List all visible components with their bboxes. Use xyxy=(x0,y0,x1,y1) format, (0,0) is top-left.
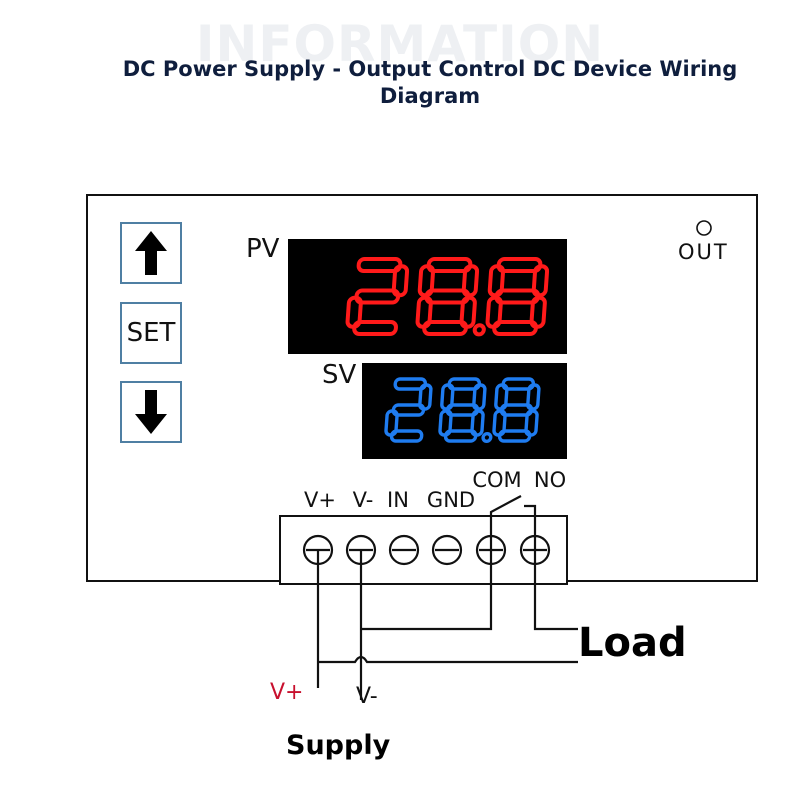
up-button[interactable] xyxy=(120,222,182,284)
supply-plus-label: V+ xyxy=(270,680,304,705)
terminal-label-vminus: V- xyxy=(352,488,374,512)
supply-minus-label: V- xyxy=(356,684,378,709)
relay-no-contact xyxy=(524,504,537,538)
supply-label: Supply xyxy=(286,730,391,761)
decimal-point xyxy=(481,431,493,443)
down-arrow-icon xyxy=(135,390,167,434)
diagram-title: DC Power Supply - Output Control DC Devi… xyxy=(122,57,738,108)
terminal-label-vplus: V+ xyxy=(304,488,336,512)
pv-display xyxy=(288,239,567,354)
digit-1 xyxy=(438,377,493,443)
out-label: OUT xyxy=(678,240,729,264)
set-button-label: SET xyxy=(126,318,176,348)
terminal-label-gnd: GND xyxy=(426,488,476,512)
sv-display xyxy=(362,363,567,459)
sv-label: SV xyxy=(322,360,357,390)
digit-0 xyxy=(345,257,410,336)
terminal-label-com: COM xyxy=(472,468,522,492)
wire-vplus-load xyxy=(318,655,578,664)
digit-2 xyxy=(492,377,541,443)
decimal-point xyxy=(472,323,486,337)
out-led-icon xyxy=(696,220,712,236)
terminal-screw-com xyxy=(475,534,507,566)
watermark: INFORMATION xyxy=(195,15,605,73)
digit-2 xyxy=(485,257,550,336)
sv-digits xyxy=(384,377,541,443)
wire-no-load xyxy=(533,562,578,631)
pv-digits xyxy=(345,257,550,337)
digit-1 xyxy=(415,257,486,337)
down-button[interactable] xyxy=(120,381,182,443)
up-arrow-icon xyxy=(135,231,167,275)
terminal-label-no: NO xyxy=(533,468,567,492)
pv-label: PV xyxy=(246,234,280,264)
wire-com-vminus xyxy=(361,562,493,631)
terminal-label-in: IN xyxy=(387,488,409,512)
terminal-screw-in xyxy=(388,534,420,566)
terminal-screw-gnd xyxy=(431,534,463,566)
set-button[interactable]: SET xyxy=(120,302,182,364)
digit-0 xyxy=(384,377,433,443)
load-label: Load xyxy=(578,620,687,666)
relay-switch-arm xyxy=(489,495,522,538)
terminal-screw-no xyxy=(519,534,551,566)
